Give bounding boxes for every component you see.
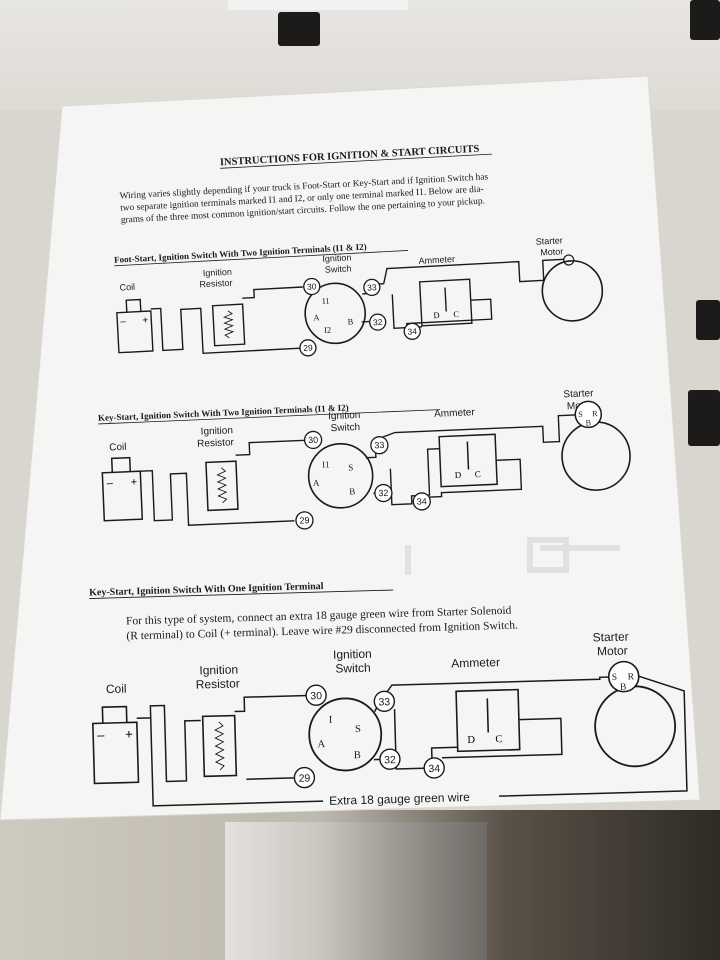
diagram2-term-c: C <box>474 469 480 479</box>
diagram3-wire-32: 32 <box>384 754 396 766</box>
diagram3-term-b: B <box>354 750 361 761</box>
diagram3-wire-29: 29 <box>298 772 310 784</box>
diagram1-term-d: D <box>433 310 440 320</box>
diagram1-term-i1: I1 <box>322 296 330 306</box>
diagram3-resistor <box>201 714 238 778</box>
diagram3-wire-33: 33 <box>378 696 390 708</box>
diagram3-switch-label-2: Switch <box>335 661 371 676</box>
diagram3-coil-label: Coil <box>106 682 127 697</box>
diagram2-solenoid-s: S <box>578 410 583 419</box>
diagram2-wire-33: 33 <box>374 440 384 450</box>
diagram3-coil <box>92 705 140 785</box>
diagram1-resistor-label-1: Ignition <box>203 267 233 279</box>
diagram2-wire-29: 29 <box>299 515 309 525</box>
diagram1-starter-label-1: Starter <box>535 235 563 246</box>
diagram1-switch-label-2: Switch <box>325 263 352 274</box>
diagram2-ignition-switch <box>307 443 374 509</box>
diagram1-resistor-label-2: Resistor <box>199 278 232 290</box>
diagram1-wire-32: 32 <box>373 317 383 327</box>
diagram1-resistor <box>211 303 246 347</box>
diagram2-term-i1: I1 <box>322 459 330 469</box>
diagram1-ammeter-label: Ammeter <box>418 254 455 266</box>
diagram3-ammeter-label: Ammeter <box>451 655 500 670</box>
diagram3-starter-label-2: Motor <box>597 644 628 659</box>
diagram3-term-s: S <box>355 724 361 735</box>
diagram3-wires <box>136 675 688 807</box>
diagram2-switch-label-2: Switch <box>330 422 360 434</box>
diagram2-coil <box>101 456 144 522</box>
diagram2-solenoid-r: R <box>592 409 598 418</box>
diagram1-wire-34: 34 <box>407 326 417 336</box>
diagram2-wire-34: 34 <box>417 496 427 506</box>
diagram1-coil-label: Coil <box>119 282 135 293</box>
diagram1-ammeter <box>418 278 473 327</box>
diagram1-starter-label-2: Motor <box>540 246 564 257</box>
diagram2-coil-minus: – <box>107 477 114 489</box>
diagram2-starter-label-1: Starter <box>563 388 594 400</box>
diagram2-coil-label: Coil <box>109 442 127 454</box>
diagram1-term-c: C <box>453 309 460 319</box>
diagram3-green-wire-label: Extra 18 gauge green wire <box>329 790 470 808</box>
diagram2-term-s: S <box>348 462 353 472</box>
diagram1-switch-label-1: Ignition <box>322 252 352 264</box>
diagram3-coil-plus: + <box>125 726 133 741</box>
background-clip-edge-2 <box>688 390 720 446</box>
diagram2-ammeter <box>438 433 498 488</box>
diagram3-starter-label-1: Starter <box>592 629 628 644</box>
background-clip-edge <box>696 300 720 340</box>
diagram1-starter-motor <box>541 260 604 322</box>
diagram3-term-i: I <box>329 715 333 726</box>
diagram2-wire-30: 30 <box>308 435 318 445</box>
diagram2-ammeter-label: Ammeter <box>434 407 476 420</box>
diagram2-resistor-label-2: Resistor <box>197 437 235 450</box>
background-binder-clip <box>278 12 320 46</box>
diagram3-switch-label-1: Ignition <box>333 647 372 662</box>
diagram3-ignition-switch <box>308 697 383 772</box>
diagram2-term-a: A <box>313 478 320 488</box>
background-paper-corner <box>228 0 408 10</box>
diagram3-resistor-label-1: Ignition <box>199 662 238 677</box>
diagram3-wire-34: 34 <box>428 763 440 775</box>
diagram3-wire-30: 30 <box>310 690 322 702</box>
diagram3-term-c: C <box>495 734 502 745</box>
diagram2-coil-plus: + <box>130 476 137 488</box>
background-plastic-bag <box>225 822 487 960</box>
diagram2-term-b: B <box>349 486 355 496</box>
diagram1-wire-29: 29 <box>303 343 313 353</box>
diagram1-coil <box>116 298 154 354</box>
diagram1-coil-minus: – <box>120 316 127 327</box>
diagram2-wire-32: 32 <box>378 488 388 498</box>
diagram3-resistor-label-2: Resistor <box>196 676 240 691</box>
diagram3-solenoid-s: S <box>612 673 618 683</box>
diagram2-term-d: D <box>455 470 462 480</box>
diagram1-term-b: B <box>347 316 354 326</box>
diagram3-term-a: A <box>317 739 325 750</box>
diagram-key-start-two-terminals: Key-Start, Ignition Switch With Two Igni… <box>98 388 631 530</box>
paper-sheet <box>0 75 701 821</box>
diagram1-coil-plus: + <box>142 315 149 326</box>
diagram3-coil-minus: – <box>97 727 105 742</box>
background-binder-clip-right <box>690 0 720 40</box>
show-through-marks <box>405 537 620 575</box>
diagram3-solenoid-b: B <box>620 683 627 693</box>
diagram1-term-a: A <box>313 312 321 322</box>
diagram2-switch-label-1: Ignition <box>328 410 361 422</box>
diagram2-resistor-label-1: Ignition <box>200 425 233 437</box>
diagram2-solenoid-b: B <box>585 418 591 427</box>
diagram2-resistor <box>205 460 239 512</box>
diagram1-wire-33: 33 <box>367 282 377 292</box>
diagram3-solenoid-r: R <box>628 672 635 682</box>
diagram1-term-i2: I2 <box>324 325 332 335</box>
diagram3-term-d: D <box>467 735 475 746</box>
diagram1-ignition-switch <box>304 282 366 345</box>
diagram1-wire-30: 30 <box>307 281 317 291</box>
